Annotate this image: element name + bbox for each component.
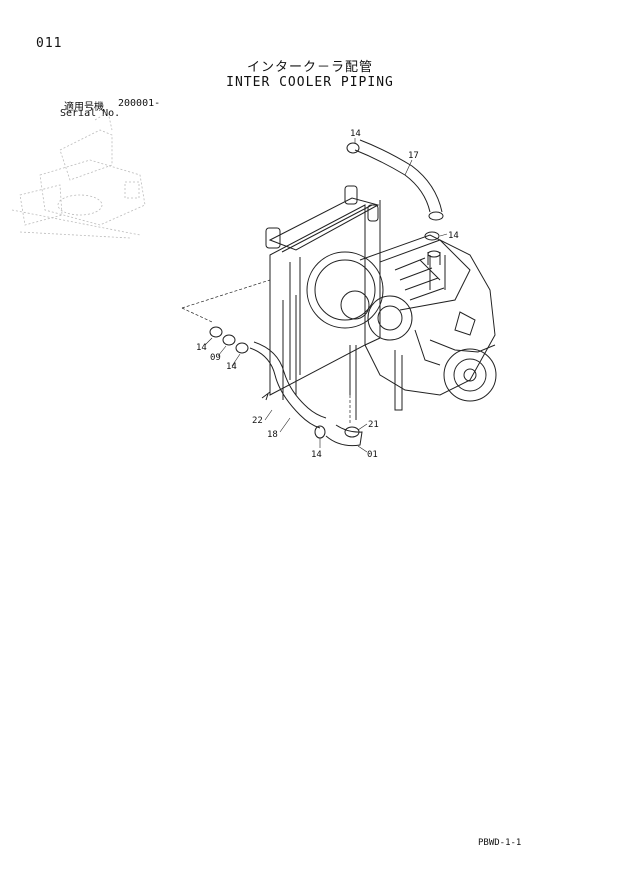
engine-assembly bbox=[306, 234, 497, 420]
callout-18: 18 bbox=[267, 430, 278, 440]
page-number: 011 bbox=[36, 36, 63, 51]
callout-01: 01 bbox=[367, 450, 378, 460]
serial-label-japanese: 適用号機 bbox=[64, 102, 104, 113]
serial-number-range: 200001- bbox=[118, 98, 161, 109]
callout-14-mid: 14 bbox=[226, 362, 237, 372]
callout-14-right: 14 bbox=[448, 231, 459, 241]
callout-14-left: 14 bbox=[196, 343, 207, 353]
serial-label-english: Serial No. bbox=[60, 108, 121, 119]
intercooler-pipe-18 bbox=[209, 326, 363, 447]
callout-leaders bbox=[204, 138, 448, 453]
machine-thumbnail bbox=[11, 111, 146, 239]
callout-21: 21 bbox=[368, 420, 379, 430]
page-title-japanese: インターク－ラ配管 bbox=[246, 60, 373, 75]
page-title-english: INTER COOLER PIPING bbox=[226, 75, 394, 90]
callout-17: 17 bbox=[408, 151, 419, 161]
intercooler-pipe-17 bbox=[346, 139, 444, 265]
callout-14-bottom: 14 bbox=[311, 450, 322, 460]
document-code: PBWD-1-1 bbox=[478, 838, 522, 848]
callout-22: 22 bbox=[252, 416, 263, 426]
alignment-lines bbox=[181, 279, 351, 425]
callout-09: 09 bbox=[210, 353, 221, 363]
callout-14-top: 14 bbox=[350, 129, 361, 139]
